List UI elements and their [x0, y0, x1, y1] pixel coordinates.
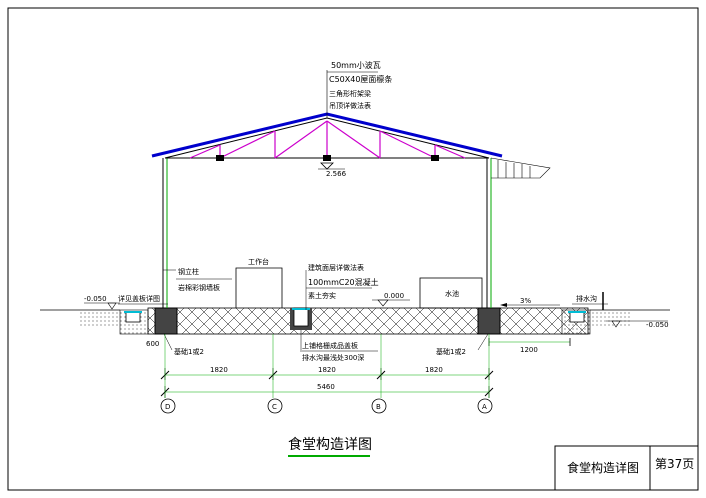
- elevation-right-label: -0.050: [646, 321, 669, 329]
- dim-bay-2: 1820: [318, 366, 336, 374]
- title-block-page: 第37页: [655, 457, 694, 471]
- floor-slab: [147, 307, 589, 335]
- roof-note-3: 三角形桁架梁: [329, 89, 371, 98]
- dim-total: 5460: [317, 383, 335, 391]
- ground-fill-right: [590, 310, 630, 328]
- foundation-right: [477, 307, 501, 335]
- water-tank: 水池: [419, 277, 483, 309]
- title-block: 食堂构造详图 第37页: [554, 445, 699, 491]
- dim-right-offset: 1200: [520, 346, 538, 354]
- gutter-right: [561, 309, 591, 335]
- elevation-left: -0.050: [84, 295, 120, 310]
- axis-c: C: [267, 398, 283, 414]
- trench-note-2: 排水沟最浅处300深: [302, 353, 364, 362]
- axis-c-label: C: [272, 403, 277, 411]
- floor-note-1: 建筑面层详做法表: [308, 263, 364, 272]
- foundation-left-leader: [163, 333, 173, 351]
- interior-trench: [290, 307, 312, 330]
- foundation-right-label: 基础1或2: [436, 347, 466, 356]
- foundation-left-label: 基础1或2: [174, 347, 204, 356]
- axis-leaders: [164, 334, 490, 398]
- slope-mark: 3%: [500, 297, 560, 307]
- dim-bay-1: 1820: [210, 366, 228, 374]
- foundation-right-leader: [477, 333, 489, 351]
- floor-note-2: 100mmC20混凝土: [308, 277, 379, 287]
- axis-d: D: [160, 398, 176, 414]
- gutter-left-label: 详见盖板详图: [118, 294, 160, 303]
- ridge-elevation: 2.566: [318, 162, 347, 178]
- ridge-height-label: 2.566: [326, 170, 347, 178]
- axis-a: A: [477, 398, 493, 414]
- slope-label: 3%: [520, 297, 531, 305]
- roof-note-2: C50X40屋面檩条: [329, 74, 392, 84]
- sheet-border: [7, 7, 699, 491]
- elevation-right: -0.050: [606, 320, 669, 329]
- dim-right-offset-line: [488, 338, 571, 346]
- column-note-2: 岩棉彩钢墙板: [178, 283, 220, 292]
- roof-note-4: 吊顶详做法表: [329, 101, 371, 110]
- workbench: 工作台: [235, 257, 283, 308]
- drawing-title: 食堂构造详图: [288, 436, 372, 453]
- dim-bay-3: 1820: [425, 366, 443, 374]
- water-tank-label: 水池: [445, 289, 459, 298]
- axis-b: B: [371, 398, 387, 414]
- floor-elevation: 0.000: [372, 292, 410, 307]
- roof-truss: [164, 117, 490, 161]
- column-note-1: 钢立柱: [178, 267, 199, 276]
- trench-note-1: 上铺格栅成品盖板: [302, 341, 358, 350]
- title-block-name: 食堂构造详图: [567, 460, 639, 475]
- gutter-left: [119, 309, 149, 335]
- elevation-left-label: -0.050: [84, 295, 107, 303]
- workbench-label: 工作台: [248, 257, 269, 266]
- floor-elevation-label: 0.000: [384, 292, 404, 300]
- dim-left-offset: 600: [146, 340, 159, 348]
- wall-right: [486, 158, 492, 308]
- gutter-right-label: 排水沟: [576, 294, 597, 303]
- foundation-left: [154, 307, 178, 335]
- floor-note-3: 素土夯实: [308, 291, 336, 300]
- axis-d-label: D: [165, 403, 170, 411]
- ground-fill-left: [80, 310, 120, 328]
- roof-note-1: 50mm小波瓦: [331, 60, 381, 70]
- axis-b-label: B: [376, 403, 381, 411]
- axis-a-label: A: [482, 403, 487, 411]
- wall-left: [162, 158, 168, 308]
- canopy: [490, 157, 551, 179]
